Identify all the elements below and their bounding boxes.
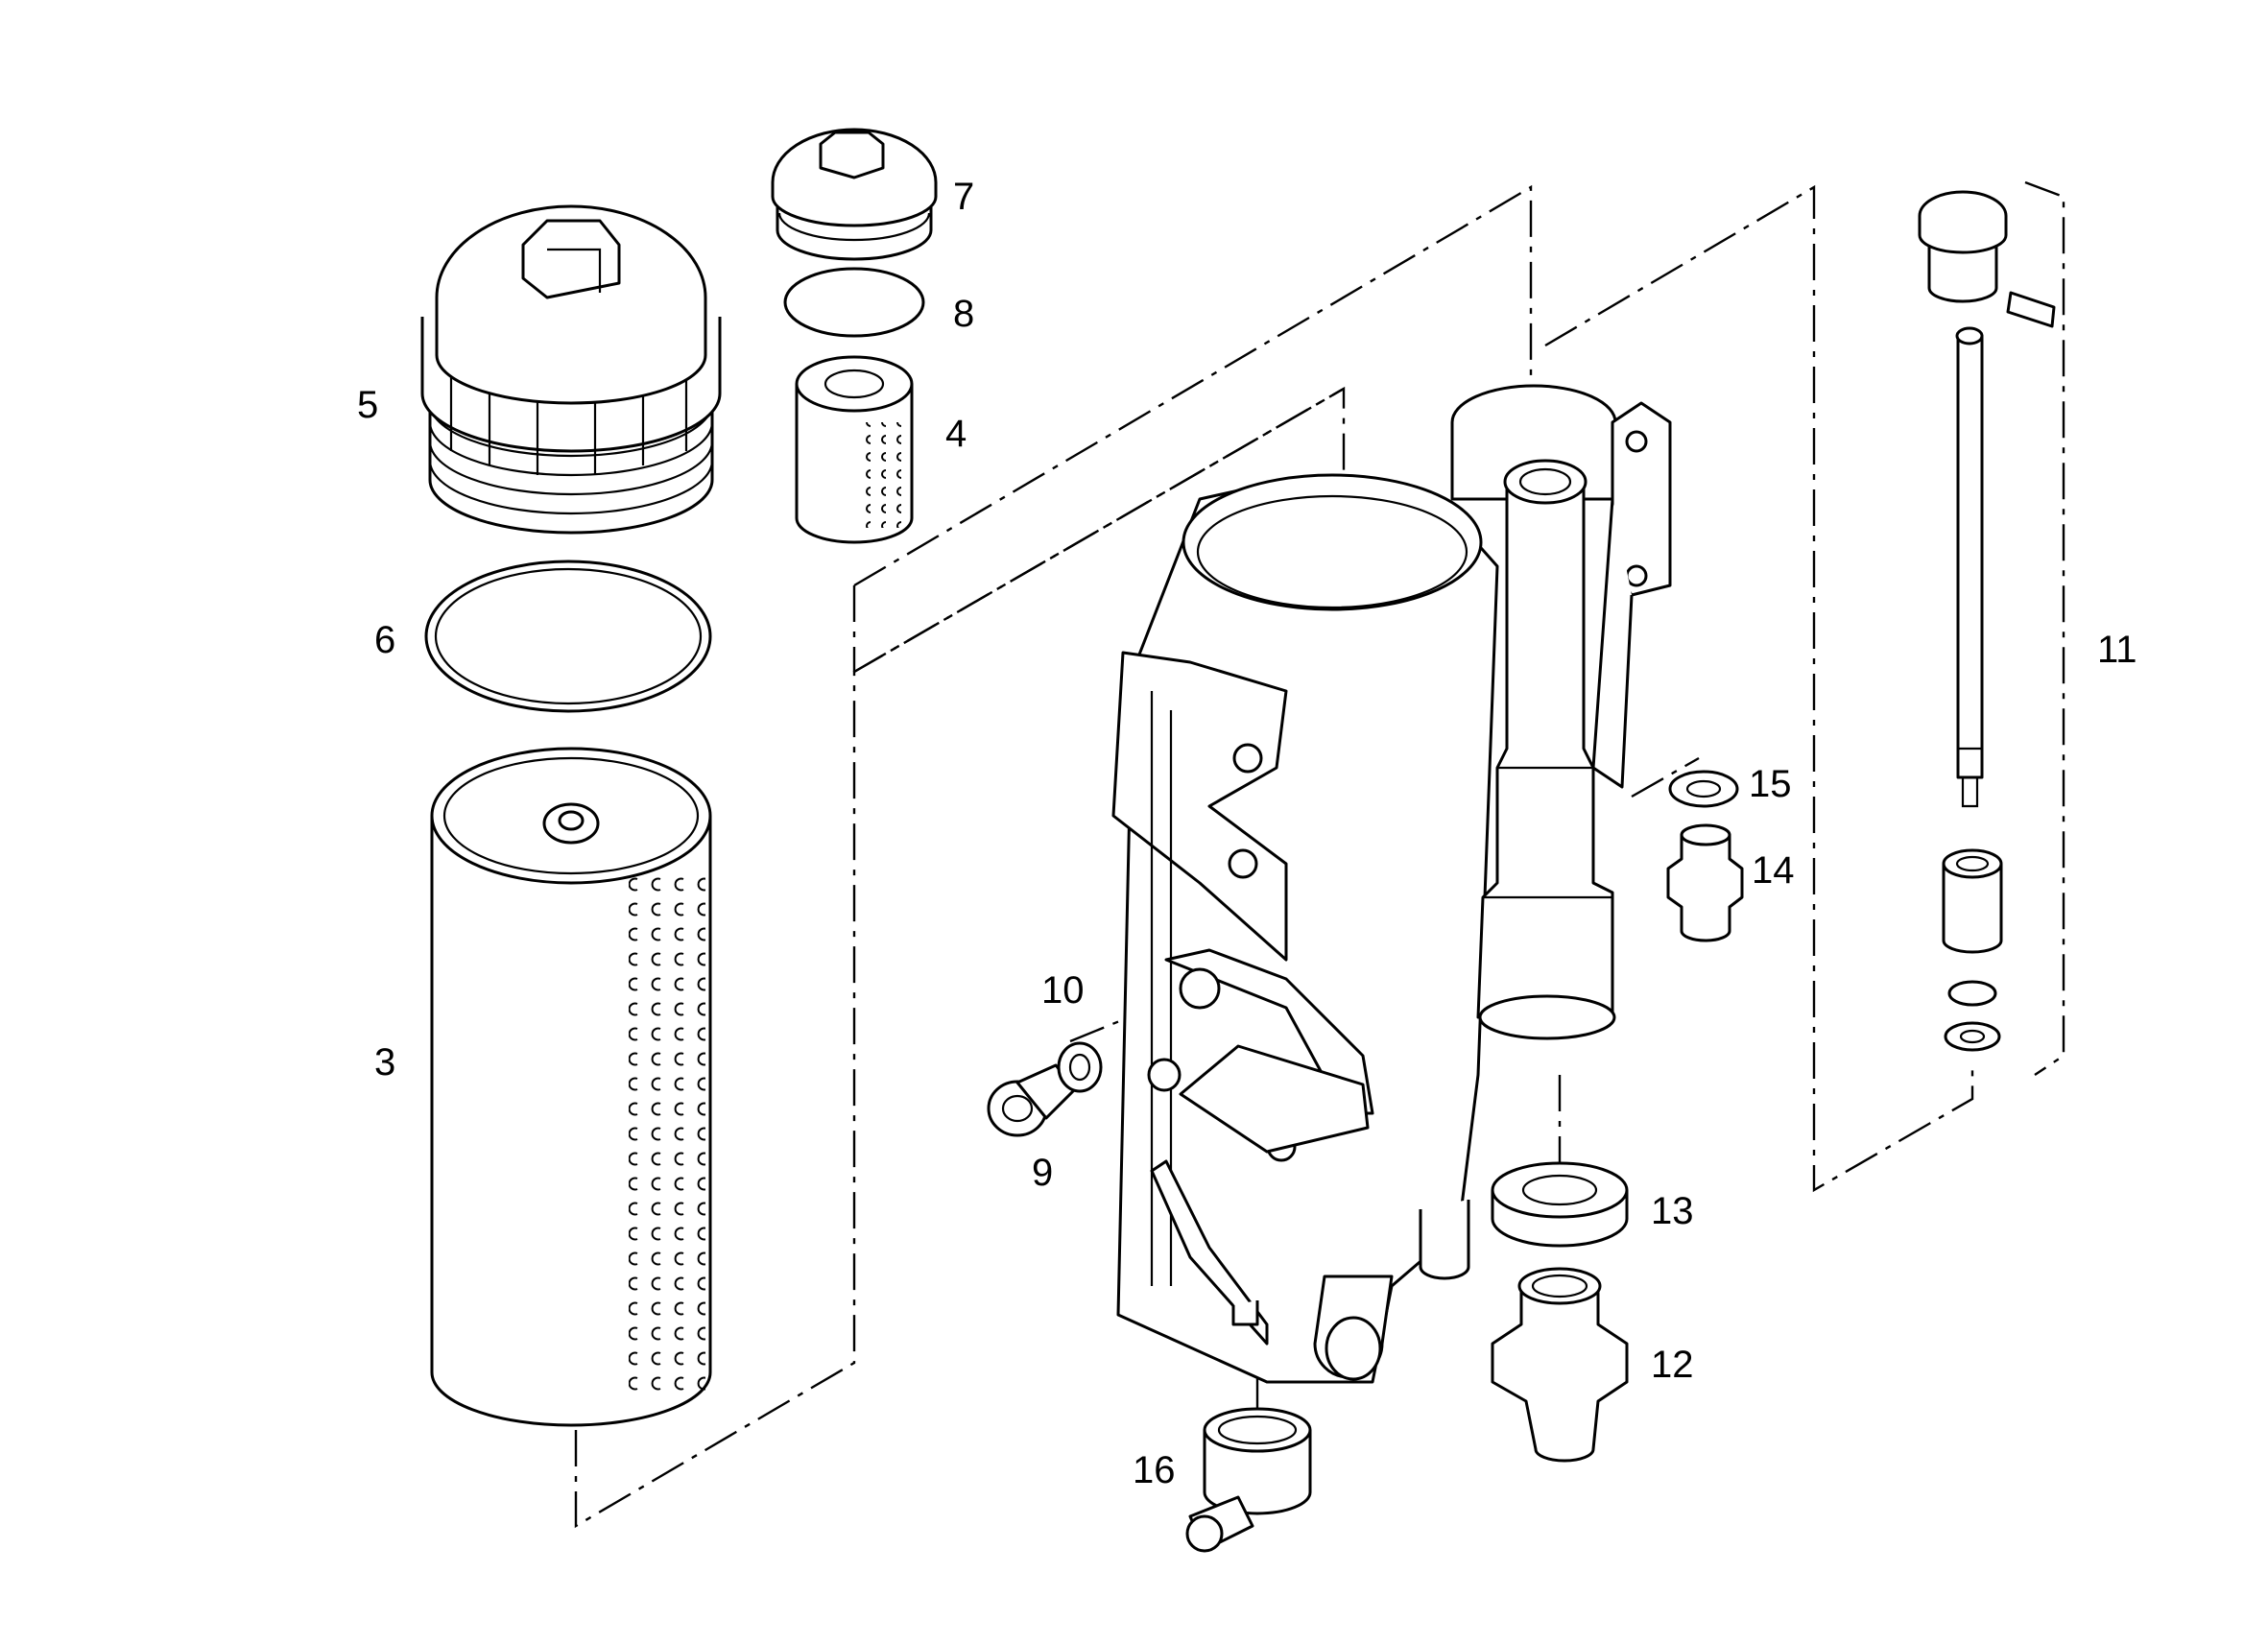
callouts: 3 4 5 6 7 8 9 10 11 12 13 14 15 16 (357, 176, 2137, 1491)
callout-12: 12 (1651, 1344, 1694, 1386)
callout-14: 14 (1752, 849, 1795, 892)
callout-16: 16 (1133, 1449, 1176, 1491)
callout-15: 15 (1749, 763, 1792, 805)
small-cap (771, 128, 938, 261)
strainer-sleeve (795, 355, 914, 544)
fitting-16 (1185, 1407, 1312, 1553)
washer-15 (1668, 770, 1739, 808)
washer-10 (1057, 1041, 1103, 1093)
filter-cartridge (430, 747, 712, 1427)
o-ring-small (783, 267, 925, 338)
callout-9: 9 (1032, 1152, 1053, 1194)
o-ring-large (424, 560, 712, 713)
callout-6: 6 (374, 619, 395, 661)
callout-7: 7 (953, 176, 974, 218)
filter-cap (420, 204, 722, 535)
union-14 (1666, 823, 1744, 942)
callout-3: 3 (374, 1041, 395, 1084)
callout-4: 4 (945, 413, 967, 455)
callout-5: 5 (357, 384, 378, 426)
adapter-12 (1491, 1267, 1629, 1463)
filter-housing (1111, 473, 1499, 1384)
oil-pipe (1450, 384, 1672, 1040)
assembly-lines (574, 180, 2065, 1529)
callout-10: 10 (1041, 969, 1085, 1012)
seal-ring-13 (1491, 1161, 1629, 1248)
dipstick-assembly-11 (1918, 190, 2056, 1052)
callout-13: 13 (1651, 1190, 1694, 1232)
callout-11: 11 (2097, 629, 2137, 671)
callout-8: 8 (953, 293, 974, 335)
